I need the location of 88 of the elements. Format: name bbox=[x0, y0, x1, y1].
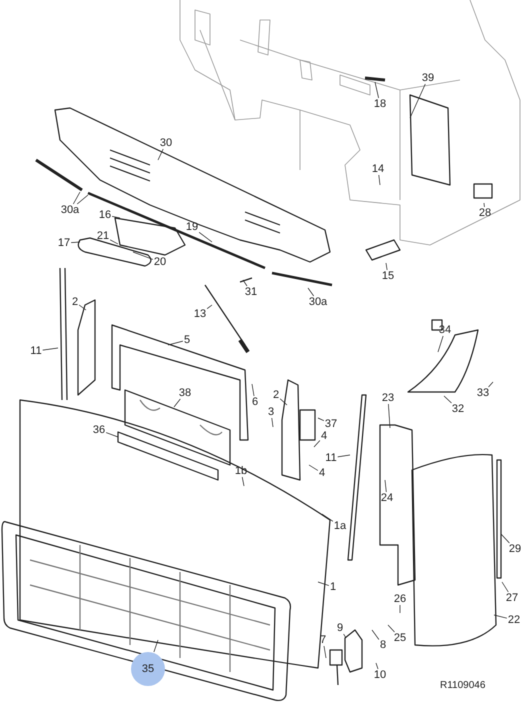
callout-number: 33 bbox=[476, 387, 490, 399]
leader-line bbox=[374, 82, 379, 98]
highlighted-callout-number: 35 bbox=[131, 652, 165, 686]
leader-line bbox=[343, 634, 346, 638]
leader-line bbox=[132, 252, 154, 260]
callout-number: 32 bbox=[450, 403, 466, 415]
leader-line bbox=[318, 418, 324, 422]
callout-number: 39 bbox=[420, 72, 436, 84]
callout-number: 29 bbox=[508, 543, 522, 555]
leader-line bbox=[318, 582, 330, 586]
leader-line bbox=[388, 404, 390, 428]
leader-line bbox=[308, 288, 314, 296]
leader-line bbox=[242, 476, 244, 486]
leader-line bbox=[72, 192, 80, 204]
callout-number: 1 bbox=[328, 581, 338, 593]
leader-line bbox=[280, 398, 288, 406]
callout-number: 36 bbox=[92, 424, 106, 436]
leader-line bbox=[324, 646, 326, 658]
callout-number: 10 bbox=[372, 669, 388, 681]
callout-number: 15 bbox=[380, 270, 396, 282]
callout-number: 2 bbox=[272, 389, 280, 401]
callout-number: 11 bbox=[29, 345, 43, 357]
leader-line bbox=[410, 84, 426, 118]
leader-line bbox=[110, 239, 118, 244]
leader-line bbox=[70, 242, 80, 243]
leader-line bbox=[372, 630, 380, 640]
callout-number: 30 bbox=[158, 137, 174, 149]
leader-line bbox=[384, 480, 387, 492]
leader-line bbox=[438, 336, 444, 352]
callout-number: 31 bbox=[244, 286, 258, 298]
leader-line bbox=[444, 396, 452, 404]
callout-number: 38 bbox=[178, 387, 192, 399]
callout-number: 22 bbox=[506, 614, 522, 626]
leader-line bbox=[206, 304, 212, 310]
callout-number: 21 bbox=[96, 230, 110, 242]
callout-number: 5 bbox=[182, 334, 192, 346]
leader-line bbox=[198, 232, 212, 242]
leader-line bbox=[78, 304, 86, 310]
callout-number: 27 bbox=[504, 592, 520, 604]
callout-number: 6 bbox=[250, 396, 260, 408]
leader-line bbox=[42, 348, 58, 350]
callout-number: 11 bbox=[324, 452, 338, 464]
leader-line bbox=[168, 340, 184, 346]
leader-line bbox=[271, 418, 274, 428]
callout-number: 20 bbox=[152, 256, 168, 268]
leader-line bbox=[158, 148, 164, 160]
callout-number: 30a bbox=[60, 204, 80, 216]
callout-number: 14 bbox=[370, 163, 386, 175]
callout-number: 8 bbox=[378, 639, 388, 651]
leader-line bbox=[378, 174, 380, 186]
leader-line bbox=[322, 514, 334, 522]
callout-number: 26 bbox=[392, 593, 408, 605]
callout-number: 37 bbox=[324, 418, 338, 430]
leader-line bbox=[242, 280, 248, 286]
callout-number: 16 bbox=[98, 209, 112, 221]
leader-line bbox=[488, 382, 494, 388]
leader-line bbox=[376, 662, 378, 670]
callout-number: 25 bbox=[392, 632, 408, 644]
callout-number: 24 bbox=[380, 492, 394, 504]
leader-line bbox=[76, 194, 88, 204]
callout-number: 4 bbox=[318, 467, 326, 479]
leader-line bbox=[308, 464, 318, 471]
leader-line bbox=[494, 614, 508, 619]
leader-line bbox=[502, 582, 509, 592]
callout-number: 4 bbox=[320, 430, 328, 442]
leader-line bbox=[484, 202, 485, 208]
callout-number: 9 bbox=[336, 622, 344, 634]
callout-number: 30a bbox=[308, 296, 328, 308]
callout-number: 1a bbox=[332, 520, 348, 532]
callout-number: 17 bbox=[56, 237, 72, 249]
leader-line bbox=[112, 216, 120, 218]
leader-line bbox=[106, 432, 118, 438]
callout-number: 18 bbox=[372, 98, 388, 110]
callout-number: 28 bbox=[478, 207, 492, 219]
leader-line bbox=[252, 384, 254, 396]
leader-line bbox=[314, 440, 320, 448]
leader-line bbox=[388, 624, 395, 632]
reference-code: R1109046 bbox=[440, 680, 486, 691]
leader-line bbox=[154, 640, 158, 652]
callout-number: 2 bbox=[70, 296, 80, 308]
leader-line bbox=[174, 398, 181, 408]
leader-line bbox=[500, 534, 510, 544]
callout-number: 13 bbox=[192, 308, 208, 320]
leader-line bbox=[386, 262, 388, 270]
callout-number: 23 bbox=[380, 392, 396, 404]
callout-number: 7 bbox=[318, 634, 328, 646]
leader-line bbox=[337, 454, 350, 458]
callout-number: 3 bbox=[266, 406, 276, 418]
